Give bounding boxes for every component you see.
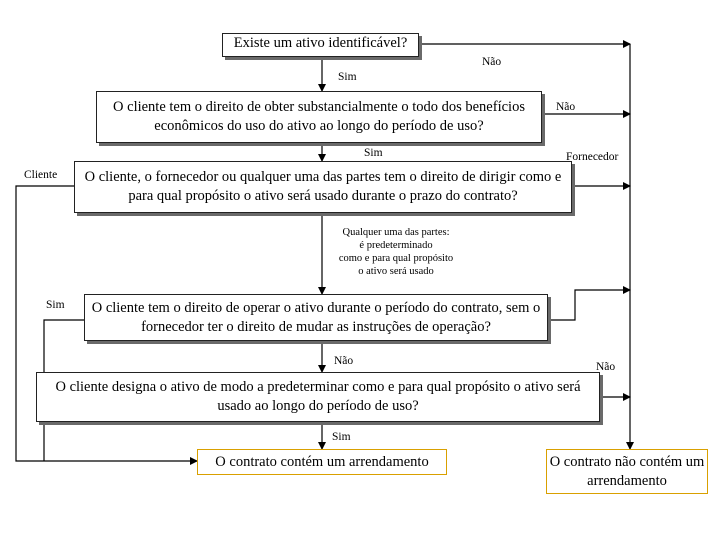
outcome-no-lease: O contrato não contém um arrendamento [546,449,708,494]
label-cliente: Cliente [24,169,58,181]
question-right-to-operate: O cliente tem o direito de operar o ativ… [84,294,548,341]
label-nao-q1: Não [482,56,502,68]
label-fornecedor: Fornecedor [566,151,619,163]
label-nao-q4: Não [334,355,354,367]
question-identified-asset: Existe um ativo identificável? [222,33,419,57]
label-nao-q2: Não [556,101,576,113]
label-sim-q2: Sim [364,147,383,159]
outcome-contains-lease: O contrato contém um arrendamento [197,449,447,475]
label-qualquer-parte: Qualquer uma das partes: é predeterminad… [338,227,454,277]
arrow-q4-nao [548,286,631,321]
question-right-to-direct: O cliente, o fornecedor ou qualquer uma … [74,161,572,213]
question-customer-designs: O cliente designa o ativo de modo a pred… [36,372,600,422]
label-nao-q5: Não [596,361,616,373]
label-sim-q1: Sim [338,71,357,83]
label-sim-q4: Sim [46,299,65,311]
label-sim-q5: Sim [332,431,351,443]
question-economic-benefits: O cliente tem o direito de obter substan… [96,91,542,143]
arrow-q3-cliente [15,185,198,465]
